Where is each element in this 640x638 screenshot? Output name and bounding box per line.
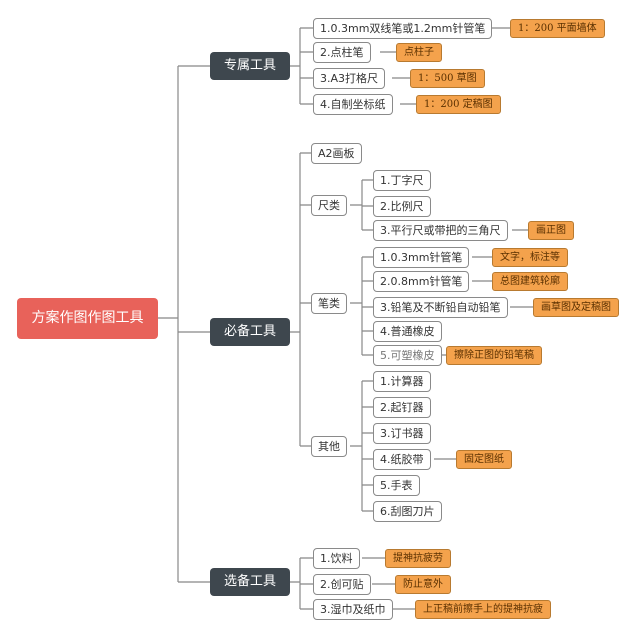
optional-item-2[interactable]: 2.创可贴 [313, 574, 371, 595]
group-others[interactable]: 其他 [311, 436, 347, 457]
branch-required-tools[interactable]: 必备工具 [210, 318, 290, 346]
optional-item-3[interactable]: 3.湿巾及纸巾 [313, 599, 393, 620]
ruler-note-3[interactable]: 画正图 [528, 221, 574, 240]
exclusive-note-3[interactable]: 1：500 草图 [410, 69, 485, 88]
pen-item-1[interactable]: 1.0.3mm针管笔 [373, 247, 470, 268]
pen-note-3[interactable]: 画草图及定稿图 [533, 298, 619, 317]
root-node[interactable]: 方案作图作图工具 [17, 298, 158, 339]
group-rulers[interactable]: 尺类 [311, 195, 347, 216]
branch-exclusive-tools[interactable]: 专属工具 [210, 52, 290, 80]
ruler-item-1[interactable]: 1.丁字尺 [373, 170, 431, 191]
ruler-item-2[interactable]: 2.比例尺 [373, 196, 431, 217]
exclusive-note-4[interactable]: 1：200 定稿图 [416, 95, 501, 114]
required-board[interactable]: A2画板 [311, 143, 362, 164]
pen-item-3[interactable]: 3.铅笔及不断铅自动铅笔 [373, 297, 508, 318]
ruler-item-3[interactable]: 3.平行尺或带把的三角尺 [373, 220, 508, 241]
pen-note-1[interactable]: 文字，标注等 [492, 248, 568, 267]
other-item-1[interactable]: 1.计算器 [373, 371, 431, 392]
pen-item-4[interactable]: 4.普通橡皮 [373, 321, 442, 342]
exclusive-note-2[interactable]: 点柱子 [396, 43, 442, 62]
other-item-6[interactable]: 6.刮图刀片 [373, 501, 442, 522]
pen-note-2[interactable]: 总图建筑轮廓 [492, 272, 568, 291]
branch-optional-tools[interactable]: 选备工具 [210, 568, 290, 596]
group-pens[interactable]: 笔类 [311, 293, 347, 314]
other-item-3[interactable]: 3.订书器 [373, 423, 431, 444]
exclusive-item-4[interactable]: 4.自制坐标纸 [313, 94, 393, 115]
optional-note-1[interactable]: 提神抗疲劳 [385, 549, 451, 568]
other-item-4[interactable]: 4.纸胶带 [373, 449, 431, 470]
exclusive-item-1[interactable]: 1.0.3mm双线笔或1.2mm针管笔 [313, 18, 493, 39]
pen-item-2[interactable]: 2.0.8mm针管笔 [373, 271, 470, 292]
optional-note-2[interactable]: 防止意外 [395, 575, 451, 594]
exclusive-note-1[interactable]: 1：200 平面墙体 [510, 19, 605, 38]
exclusive-item-3[interactable]: 3.A3打格尺 [313, 68, 386, 89]
other-note-4[interactable]: 固定图纸 [456, 450, 512, 469]
pen-item-5[interactable]: 5.可塑橡皮 [373, 345, 442, 366]
optional-item-1[interactable]: 1.饮料 [313, 548, 360, 569]
other-item-5[interactable]: 5.手表 [373, 475, 420, 496]
exclusive-item-2[interactable]: 2.点柱笔 [313, 42, 371, 63]
optional-note-3[interactable]: 上正稿前擦手上的提神抗疲 [415, 600, 551, 619]
pen-note-5[interactable]: 擦除正图的铅笔稿 [446, 346, 542, 365]
other-item-2[interactable]: 2.起钉器 [373, 397, 431, 418]
